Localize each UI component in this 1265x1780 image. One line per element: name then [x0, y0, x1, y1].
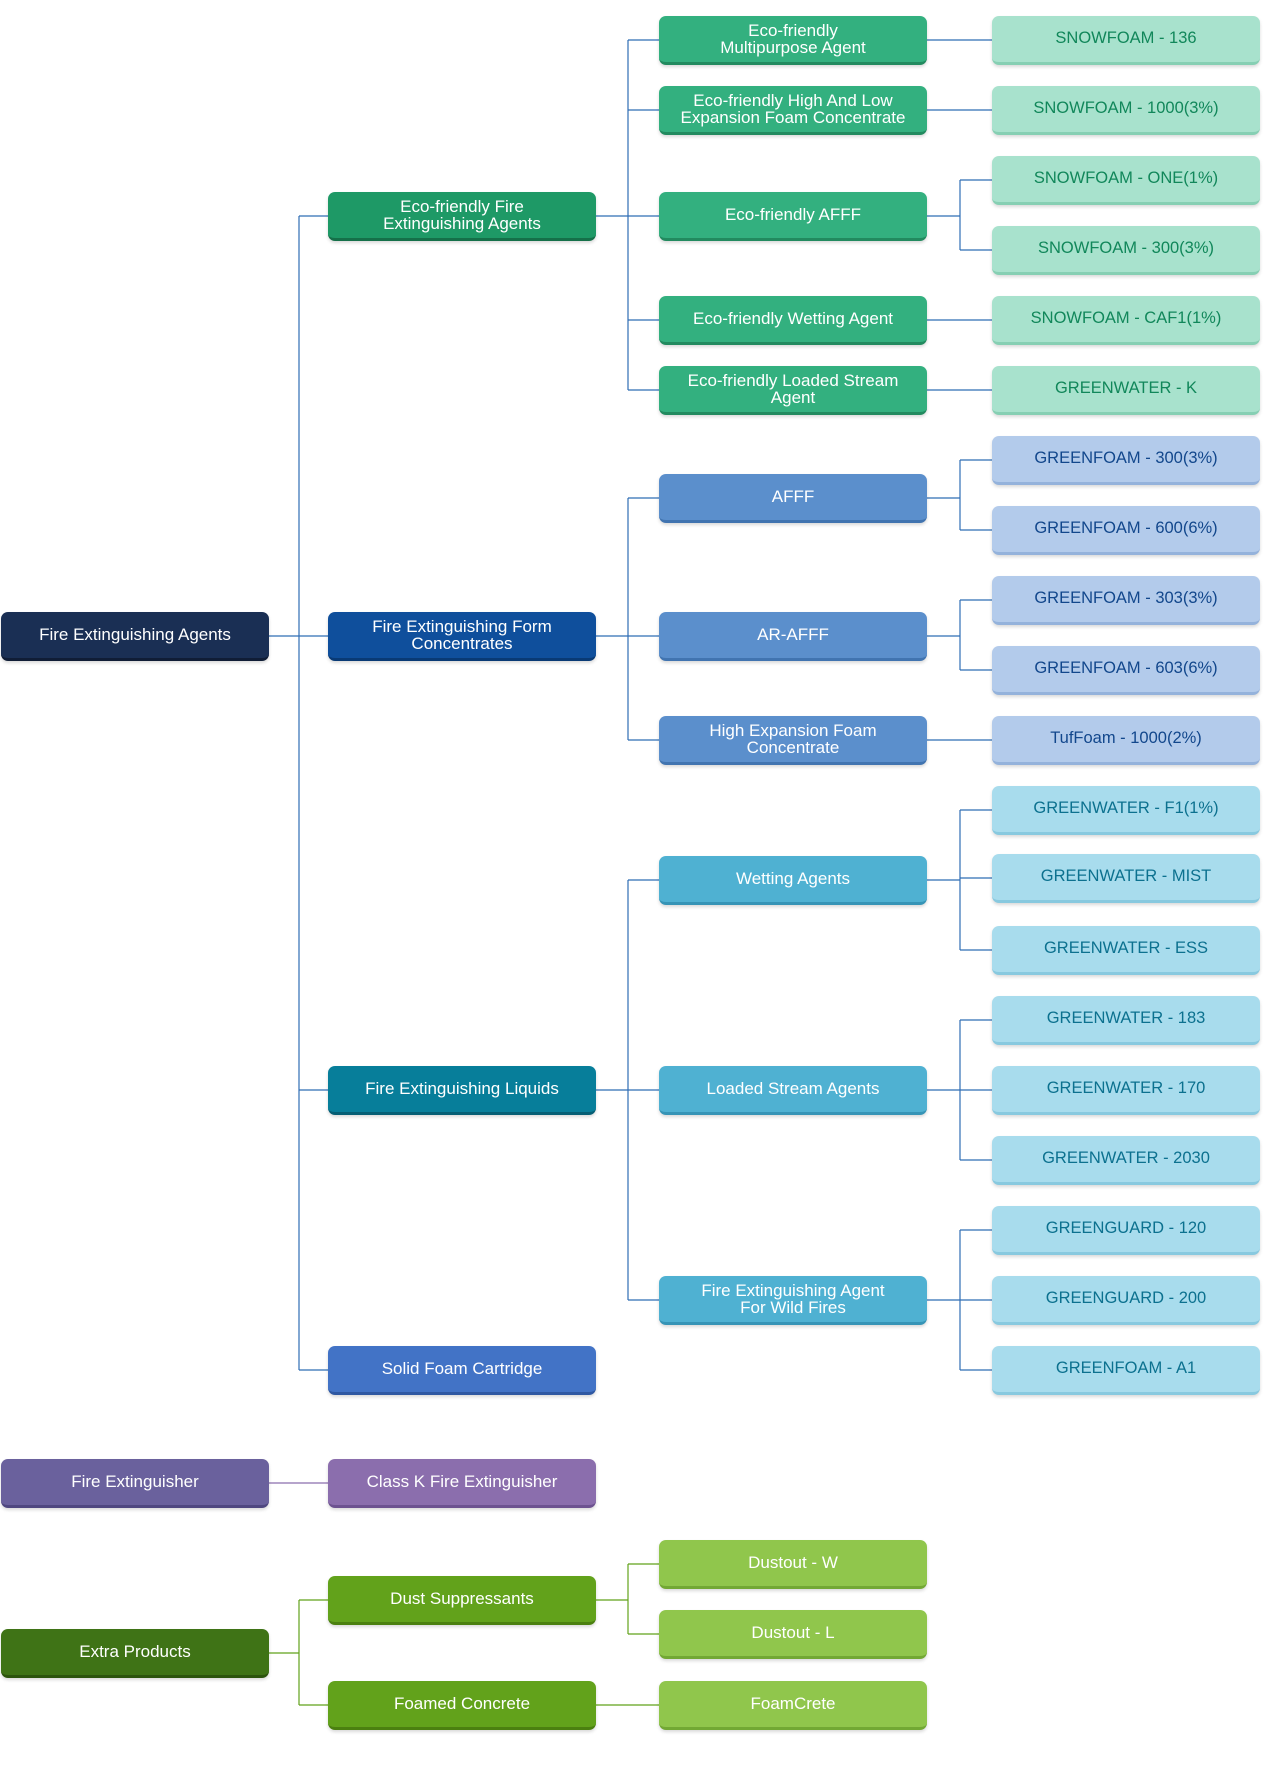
- node-label: GREENFOAM - 300(3%): [1034, 449, 1218, 467]
- node-fire-extinguishing-agents[interactable]: Fire Extinguishing Agents: [1, 611, 269, 661]
- node-extra-products[interactable]: Extra Products: [1, 1628, 269, 1678]
- node-label: Eco-friendly High And Low Expansion Foam…: [680, 90, 906, 127]
- node-dustout-l[interactable]: Dustout - L: [659, 1609, 927, 1659]
- node-greenguard-200[interactable]: GREENGUARD - 200: [992, 1275, 1260, 1325]
- node-eco-friendly-fire-extinguishing-agents[interactable]: Eco-friendly Fire Extinguishing Agents: [328, 191, 596, 241]
- node-label: FoamCrete: [750, 1694, 836, 1713]
- node-label: GREENFOAM - 303(3%): [1034, 589, 1218, 607]
- node-ar-afff[interactable]: AR-AFFF: [659, 611, 927, 661]
- node-label: Fire Extinguishing Form Concentrates: [372, 616, 552, 653]
- node-label: Extra Products: [79, 1642, 191, 1661]
- node-greenwater-mist[interactable]: GREENWATER - MIST: [992, 853, 1260, 903]
- node-fire-extinguishing-liquids[interactable]: Fire Extinguishing Liquids: [328, 1065, 596, 1115]
- node-eco-friendly-afff[interactable]: Eco-friendly AFFF: [659, 191, 927, 241]
- node-label: GREENWATER - 183: [1046, 1009, 1206, 1027]
- node-greenwater-ess[interactable]: GREENWATER - ESS: [992, 925, 1260, 975]
- node-greenwater-2030[interactable]: GREENWATER - 2030: [992, 1135, 1260, 1185]
- node-label: AFFF: [771, 487, 815, 506]
- node-label: GREENFOAM - A1: [1055, 1359, 1197, 1377]
- node-solid-foam-cartridge[interactable]: Solid Foam Cartridge: [328, 1345, 596, 1395]
- node-label: GREENFOAM - 603(6%): [1034, 659, 1218, 677]
- node-tuffoam-1000[interactable]: TufFoam - 1000(2%): [992, 715, 1260, 765]
- node-label: Eco-friendly Wetting Agent: [692, 309, 893, 328]
- node-label: GREENWATER - F1(1%): [1033, 799, 1219, 817]
- node-snowfoam-300[interactable]: SNOWFOAM - 300(3%): [992, 225, 1260, 275]
- node-greenfoam-300[interactable]: GREENFOAM - 300(3%): [992, 435, 1260, 485]
- node-label: Dustout - W: [748, 1553, 838, 1572]
- node-greenwater-183[interactable]: GREENWATER - 183: [992, 995, 1260, 1045]
- node-label: High Expansion Foam Concentrate: [709, 720, 877, 757]
- node-label: Fire Extinguishing Liquids: [365, 1079, 559, 1098]
- node-label: SNOWFOAM - 300(3%): [1037, 239, 1215, 257]
- node-label: GREENWATER - 2030: [1042, 1149, 1210, 1167]
- node-label: SNOWFOAM - 1000(3%): [1033, 99, 1219, 117]
- node-label: GREENWATER - ESS: [1043, 939, 1209, 957]
- node-label: Eco-friendly AFFF: [724, 205, 862, 224]
- node-label: Fire Extinguishing Agents: [39, 625, 231, 644]
- node-greenfoam-303[interactable]: GREENFOAM - 303(3%): [992, 575, 1260, 625]
- node-label: Wetting Agents: [735, 869, 851, 888]
- node-snowfoam-1000[interactable]: SNOWFOAM - 1000(3%): [992, 85, 1260, 135]
- node-label: Class K Fire Extinguisher: [366, 1472, 558, 1491]
- node-loaded-stream-agents[interactable]: Loaded Stream Agents: [659, 1065, 927, 1115]
- node-greenfoam-603[interactable]: GREENFOAM - 603(6%): [992, 645, 1260, 695]
- node-eco-friendly-loaded-stream-agent[interactable]: Eco-friendly Loaded Stream Agent: [659, 365, 927, 415]
- node-dust-suppressants[interactable]: Dust Suppressants: [328, 1575, 596, 1625]
- node-fire-extinguisher[interactable]: Fire Extinguisher: [1, 1458, 269, 1508]
- node-snowfoam-caf1[interactable]: SNOWFOAM - CAF1(1%): [992, 295, 1260, 345]
- node-label: SNOWFOAM - 136: [1055, 29, 1197, 47]
- node-eco-friendly-multipurpose-agent[interactable]: Eco-friendly Multipurpose Agent: [659, 15, 927, 65]
- node-dustout-w[interactable]: Dustout - W: [659, 1539, 927, 1589]
- node-wetting-agents[interactable]: Wetting Agents: [659, 855, 927, 905]
- node-foamcrete[interactable]: FoamCrete: [659, 1680, 927, 1730]
- node-label: TufFoam - 1000(2%): [1050, 729, 1202, 747]
- node-fire-extinguishing-agent-wild-fires[interactable]: Fire Extinguishing Agent For Wild Fires: [659, 1275, 927, 1325]
- node-afff[interactable]: AFFF: [659, 473, 927, 523]
- node-eco-friendly-high-low-expansion[interactable]: Eco-friendly High And Low Expansion Foam…: [659, 85, 927, 135]
- node-label: Solid Foam Cartridge: [381, 1359, 543, 1378]
- node-label: GREENWATER - K: [1054, 379, 1198, 397]
- node-greenguard-120[interactable]: GREENGUARD - 120: [992, 1205, 1260, 1255]
- node-label: Eco-friendly Loaded Stream Agent: [687, 370, 899, 407]
- node-high-expansion-foam-concentrate[interactable]: High Expansion Foam Concentrate: [659, 715, 927, 765]
- node-label: Fire Extinguishing Agent For Wild Fires: [701, 1280, 885, 1317]
- node-label: Fire Extinguisher: [71, 1472, 199, 1491]
- node-greenwater-f1[interactable]: GREENWATER - F1(1%): [992, 785, 1260, 835]
- node-label: GREENFOAM - 600(6%): [1034, 519, 1218, 537]
- node-label: Dust Suppressants: [390, 1589, 534, 1608]
- node-label: GREENGUARD - 120: [1045, 1219, 1207, 1237]
- node-class-k-fire-extinguisher[interactable]: Class K Fire Extinguisher: [328, 1458, 596, 1508]
- node-greenwater-k[interactable]: GREENWATER - K: [992, 365, 1260, 415]
- node-label: AR-AFFF: [757, 625, 829, 644]
- node-label: GREENWATER - MIST: [1040, 867, 1212, 885]
- node-label: SNOWFOAM - ONE(1%): [1033, 169, 1219, 187]
- node-label: Eco-friendly Fire Extinguishing Agents: [383, 196, 541, 233]
- node-greenwater-170[interactable]: GREENWATER - 170: [992, 1065, 1260, 1115]
- node-label: Loaded Stream Agents: [706, 1079, 880, 1098]
- node-label: SNOWFOAM - CAF1(1%): [1030, 309, 1222, 327]
- node-greenfoam-600[interactable]: GREENFOAM - 600(6%): [992, 505, 1260, 555]
- node-snowfoam-one[interactable]: SNOWFOAM - ONE(1%): [992, 155, 1260, 205]
- node-label: GREENGUARD - 200: [1045, 1289, 1207, 1307]
- node-eco-friendly-wetting-agent[interactable]: Eco-friendly Wetting Agent: [659, 295, 927, 345]
- node-foamed-concrete[interactable]: Foamed Concrete: [328, 1680, 596, 1730]
- node-label: Dustout - L: [751, 1623, 835, 1642]
- node-greenfoam-a1[interactable]: GREENFOAM - A1: [992, 1345, 1260, 1395]
- node-label: GREENWATER - 170: [1046, 1079, 1206, 1097]
- node-snowfoam-136[interactable]: SNOWFOAM - 136: [992, 15, 1260, 65]
- node-fire-extinguishing-form-concentrates[interactable]: Fire Extinguishing Form Concentrates: [328, 611, 596, 661]
- node-label: Foamed Concrete: [393, 1694, 531, 1713]
- node-label: Eco-friendly Multipurpose Agent: [720, 20, 866, 57]
